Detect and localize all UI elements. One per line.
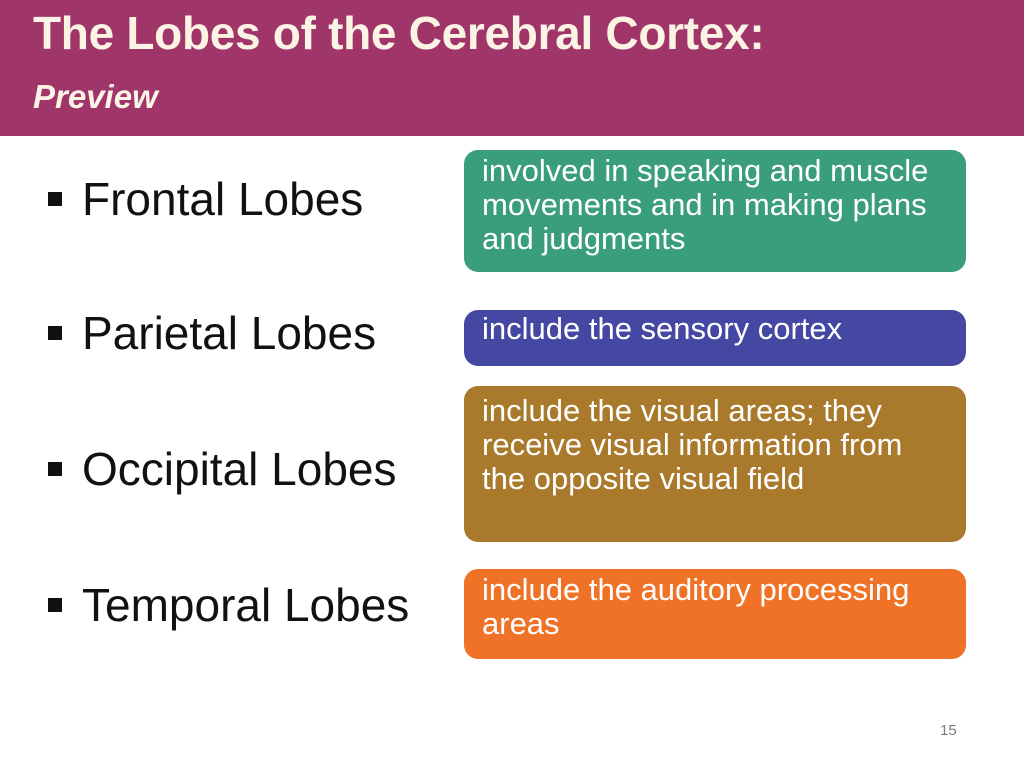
lobe-description-temporal: include the auditory processing areas (464, 569, 966, 659)
lobe-description-occipital: include the visual areas; they receive v… (464, 386, 966, 542)
title-bar: The Lobes of the Cerebral Cortex: Previe… (0, 0, 1024, 136)
slide-subtitle: Preview (33, 78, 158, 115)
lobe-item-temporal: Temporal Lobes (48, 578, 409, 632)
lobe-item-occipital: Occipital Lobes (48, 442, 397, 496)
lobe-name: Frontal Lobes (82, 173, 364, 225)
square-bullet-icon (48, 462, 62, 476)
square-bullet-icon (48, 598, 62, 612)
lobe-description-parietal: include the sensory cortex (464, 310, 966, 366)
lobe-name: Parietal Lobes (82, 307, 377, 359)
lobe-name: Occipital Lobes (82, 443, 397, 495)
page-number: 15 (940, 722, 957, 739)
lobe-name: Temporal Lobes (82, 579, 410, 631)
square-bullet-icon (48, 192, 62, 206)
lobe-description-text: include the visual areas; they receive v… (482, 393, 903, 496)
square-bullet-icon (48, 326, 62, 340)
lobe-description-text: include the sensory cortex (482, 311, 843, 346)
lobe-description-text: include the auditory processing areas (482, 572, 910, 641)
slide-title: The Lobes of the Cerebral Cortex: (33, 7, 765, 59)
lobe-description-text: involved in speaking and muscle movement… (482, 153, 929, 256)
lobe-item-parietal: Parietal Lobes (48, 306, 376, 360)
lobe-description-frontal: involved in speaking and muscle movement… (464, 150, 966, 272)
lobe-item-frontal: Frontal Lobes (48, 172, 363, 226)
